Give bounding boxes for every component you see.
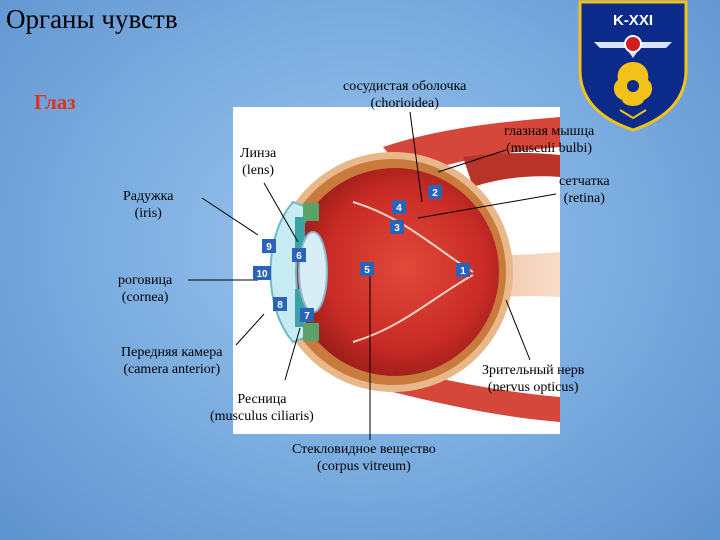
marker-2: 2 (432, 188, 438, 199)
marker-1: 1 (460, 266, 466, 277)
marker-8: 8 (277, 300, 283, 311)
label-ciliary: Ресница(musculus ciliaris) (210, 391, 314, 425)
marker-10: 10 (256, 269, 268, 280)
label-anterior: Передняя камера(camera anterior) (121, 344, 222, 378)
marker-4: 4 (396, 203, 402, 214)
label-cornea: роговица(cornea) (118, 272, 172, 306)
label-retina: сетчатка(retina) (559, 173, 610, 207)
label-iris: Радужка(iris) (123, 188, 173, 222)
marker-3: 3 (394, 223, 400, 234)
label-optic: Зрительный нерв(nervus opticus) (482, 362, 584, 396)
label-choroidea: сосудистая оболочка(chorioidea) (343, 78, 466, 112)
label-lens: Линза(lens) (240, 145, 276, 179)
marker-6: 6 (296, 251, 302, 262)
label-muscle: глазная мышца(musculi bulbi) (504, 123, 594, 157)
marker-7: 7 (304, 311, 310, 322)
marker-9: 9 (266, 242, 272, 253)
marker-5: 5 (364, 265, 370, 276)
label-vitreous: Стекловидное вещество(corpus vitreum) (292, 441, 436, 475)
